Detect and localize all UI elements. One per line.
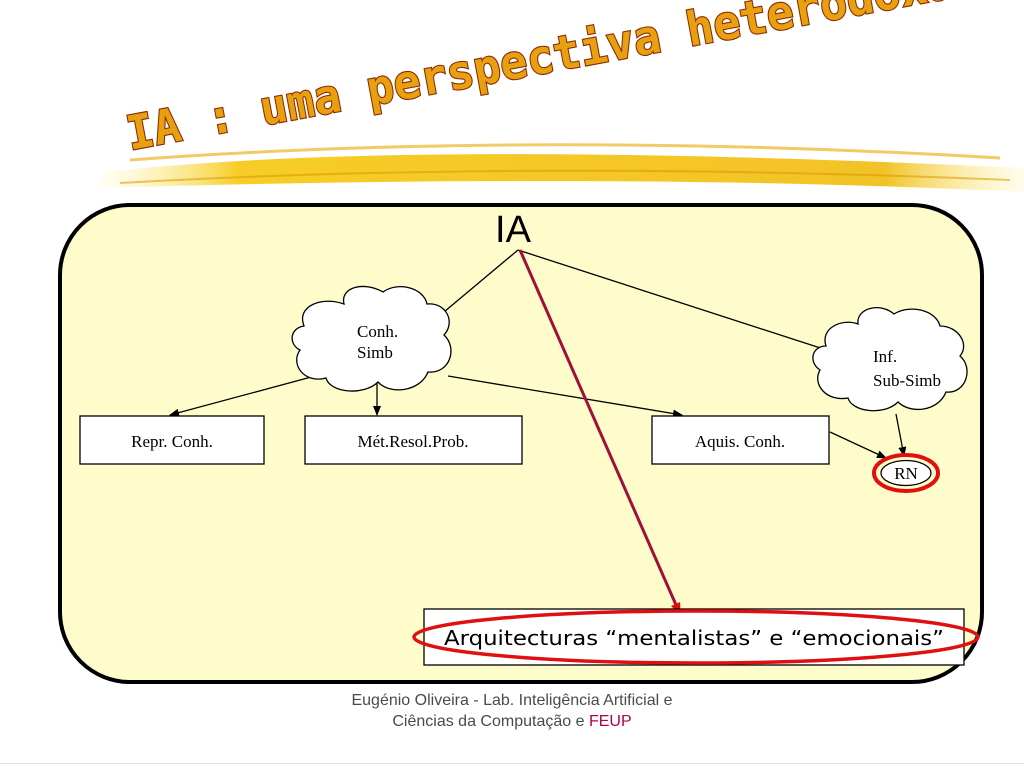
cloud-conh-simb-line1: Conh. bbox=[357, 322, 398, 341]
edge-ia-to-conh-simb bbox=[431, 249, 519, 323]
node-rn-label: RN bbox=[894, 464, 918, 483]
slide-title: IA : uma perspectiva heterodoxa bbox=[122, 0, 958, 162]
root-node-ia: IA bbox=[495, 209, 532, 251]
cloud-conh-simb-line2: Simb bbox=[357, 343, 393, 362]
footer-line-2: Ciências da Computação e FEUP bbox=[0, 711, 1024, 732]
connectors bbox=[169, 249, 907, 459]
box-aquis-conh-label: Aquis. Conh. bbox=[695, 432, 785, 451]
bottom-divider bbox=[0, 763, 1024, 764]
box-met-resol-prob: Mét.Resol.Prob. bbox=[304, 415, 523, 465]
edge-cloud-to-repr bbox=[169, 375, 316, 417]
cloud-conh-simb: Conh. Simb bbox=[291, 285, 452, 392]
edge-ia-to-architectures bbox=[518, 249, 682, 615]
footer-line-2-text: Ciências da Computação e bbox=[392, 713, 589, 730]
footer-feup-label: FEUP bbox=[588, 713, 632, 730]
cloud-inf-subsimb-line1: Inf. bbox=[873, 347, 897, 366]
edge-ia-to-inf-subsimb bbox=[517, 249, 843, 357]
box-met-resol-prob-label: Mét.Resol.Prob. bbox=[358, 432, 469, 451]
edge-cloud-to-aquis bbox=[447, 375, 683, 418]
title-brush-stroke bbox=[100, 143, 1024, 192]
box-architectures-label: Arquitecturas “mentalistas” e “emocionai… bbox=[444, 626, 944, 650]
box-repr-conh-label: Repr. Conh. bbox=[131, 432, 213, 451]
box-architectures: Arquitecturas “mentalistas” e “emocionai… bbox=[412, 608, 980, 666]
footer-line-1: Eugénio Oliveira - Lab. Inteligência Art… bbox=[351, 692, 673, 709]
node-rn: RN bbox=[872, 453, 940, 493]
cloud-inf-subsimb: Inf. Sub-Simb bbox=[812, 307, 968, 412]
slide-footer: Eugénio Oliveira - Lab. Inteligência Art… bbox=[0, 690, 1024, 732]
box-repr-conh: Repr. Conh. bbox=[79, 415, 265, 465]
edge-inf-to-rn bbox=[895, 413, 907, 457]
cloud-inf-subsimb-line2: Sub-Simb bbox=[873, 371, 941, 390]
box-aquis-conh: Aquis. Conh. bbox=[651, 415, 830, 465]
edge-aquis-to-rn bbox=[829, 431, 887, 459]
